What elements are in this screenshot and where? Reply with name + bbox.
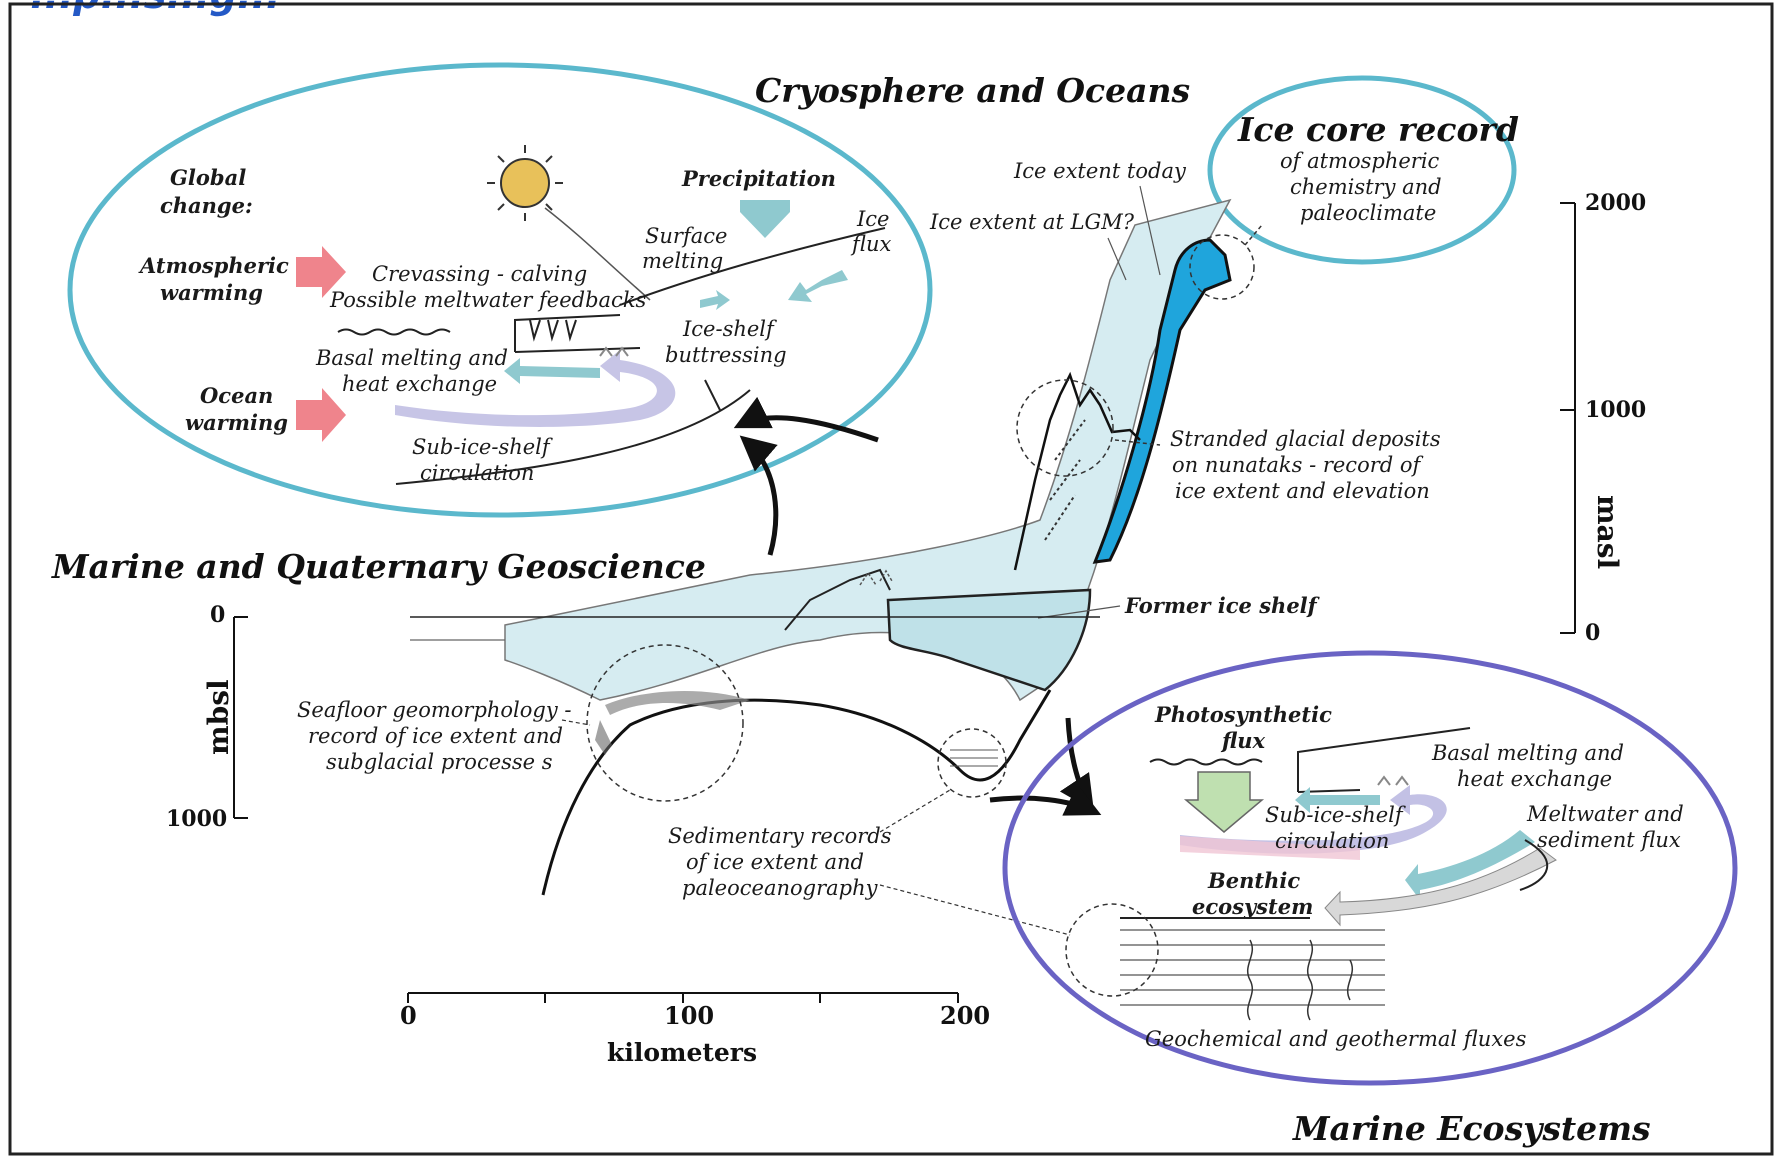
sun-icon xyxy=(487,145,563,221)
ocean-warming-arrow-icon xyxy=(296,388,346,442)
meltwater-feedbacks-label: Possible meltwater feedbacks xyxy=(329,288,647,312)
eco-basal-upflux-icon xyxy=(1378,777,1408,785)
precipitation-arrow-icon xyxy=(740,200,790,238)
seafloor-moraine-small xyxy=(595,720,612,755)
precipitation-label: Precipitation xyxy=(681,166,836,191)
ice-core-title: Ice core record xyxy=(1237,110,1519,149)
sub-ice-shelf-line2: circulation xyxy=(420,461,534,485)
cryosphere-title: Cryosphere and Oceans xyxy=(755,71,1190,110)
mbsl-tick-label-1000: 1000 xyxy=(166,806,227,832)
ice-core-body-line1: of atmospheric xyxy=(1280,149,1440,173)
sediment-layers xyxy=(950,750,998,766)
mbsl-axis-label: mbsl xyxy=(202,679,235,755)
sunlight-ray xyxy=(545,208,650,300)
panel-sea-surface xyxy=(338,330,450,335)
km-axis-label: kilometers xyxy=(607,1038,757,1067)
sedimentary-line1: Sedimentary records xyxy=(668,824,892,848)
masl-tick-label-1000: 1000 xyxy=(1585,397,1646,423)
eco-basal-melting-line1: Basal melting and xyxy=(1431,741,1624,765)
basal-melting-line2: heat exchange xyxy=(342,372,497,396)
ice-core-body-line2: chemistry and xyxy=(1290,175,1442,199)
ecosystems-title: Marine Ecosystems xyxy=(1292,1109,1651,1148)
sedimentary-leader-lower xyxy=(880,885,1070,935)
ice-shelf-buttressing-line1: Ice-shelf xyxy=(682,317,777,341)
geochemical-label: Geochemical and geothermal fluxes xyxy=(1145,1027,1527,1051)
cryosphere-link-arrow-lower xyxy=(745,440,776,555)
ecosystems-panel-ring xyxy=(1005,653,1735,1083)
sub-ice-shelf-line1: Sub-ice-shelf xyxy=(412,435,553,459)
photosynthetic-line2: flux xyxy=(1220,728,1266,753)
sediment-stratigraphy xyxy=(1120,930,1385,1005)
ocean-warming-line1: Ocean xyxy=(200,383,273,408)
lgm-ice-sheet xyxy=(505,200,1230,700)
ice-extent-lgm-label: Ice extent at LGM? xyxy=(929,210,1135,234)
panel-grounding-line xyxy=(705,380,720,410)
ecosystem-link-arrow-lower xyxy=(990,798,1095,812)
photosynthetic-arrow-icon xyxy=(1186,772,1262,832)
heat-exchange-arrow-icon xyxy=(504,358,600,384)
km-tick-label-0: 0 xyxy=(400,1001,417,1030)
stranded-line2: on nunataks - record of xyxy=(1172,453,1424,477)
former-ice-shelf-block xyxy=(888,590,1090,690)
benthic-line1: Benthic xyxy=(1207,868,1300,893)
meltwater-line1: Meltwater and xyxy=(1526,802,1684,826)
ocean-warming-line2: warming xyxy=(185,410,288,435)
seafloor-line3: subglacial processe s xyxy=(326,750,553,774)
photosynthetic-line1: Photosynthetic xyxy=(1154,702,1332,727)
eco-sub-ice-shelf-line2: circulation xyxy=(1275,829,1389,853)
masl-axis-label: masl xyxy=(1591,495,1624,569)
mbsl-tick-label-0: 0 xyxy=(210,602,225,628)
calving-ice-shelf-front xyxy=(515,315,620,352)
masl-tick-label-2000: 2000 xyxy=(1585,190,1646,216)
meltwater-line2: sediment flux xyxy=(1537,828,1681,852)
stranded-line1: Stranded glacial deposits xyxy=(1170,427,1441,451)
sedimentary-records-marker xyxy=(938,729,1006,797)
basal-melting-line1: Basal melting and xyxy=(315,346,508,370)
marine-geoscience-title: Marine and Quaternary Geoscience xyxy=(51,547,706,586)
sedimentary-line2: of ice extent and xyxy=(686,850,864,874)
former-ice-shelf-label: Former ice shelf xyxy=(1124,593,1321,618)
cryosphere-link-arrow-upper xyxy=(740,418,878,440)
global-change-line1: Global xyxy=(170,165,246,190)
atmospheric-warming-line2: warming xyxy=(160,280,263,305)
eco-basal-melting-line2: heat exchange xyxy=(1457,767,1612,791)
buttressing-arrow-icon xyxy=(700,290,730,310)
ice-core-body-line3: paleoclimate xyxy=(1300,201,1436,225)
seafloor-line2: record of ice extent and xyxy=(308,724,563,748)
atmospheric-warming-line1: Atmospheric xyxy=(138,253,289,278)
benthic-focus-marker xyxy=(1066,904,1158,996)
masl-tick-label-0: 0 xyxy=(1585,620,1600,646)
km-tick-label-200: 200 xyxy=(940,1001,990,1030)
crevassing-label: Crevassing - calving xyxy=(372,262,587,286)
eco-sea-surface xyxy=(1150,760,1262,765)
surface-melting-line1: Surface xyxy=(645,224,727,248)
sedimentary-line3: paleoceanography xyxy=(682,876,879,900)
benthic-line2: ecosystem xyxy=(1192,894,1313,919)
ice-extent-today-label: Ice extent today xyxy=(1013,159,1187,183)
geothermal-flux-wiggles xyxy=(1248,940,1353,1020)
ice-flux-arrow-icon xyxy=(788,270,848,302)
eco-sub-ice-shelf-line1: Sub-ice-shelf xyxy=(1265,803,1406,827)
stranded-line3: ice extent and elevation xyxy=(1175,479,1430,503)
seafloor-line1: Seafloor geomorphology - xyxy=(297,698,572,722)
km-tick-label-100: 100 xyxy=(664,1001,714,1030)
ice-shelf-buttressing-line2: buttressing xyxy=(665,343,787,367)
surface-melting-line2: melting xyxy=(642,249,723,273)
global-change-line2: change: xyxy=(160,193,253,218)
